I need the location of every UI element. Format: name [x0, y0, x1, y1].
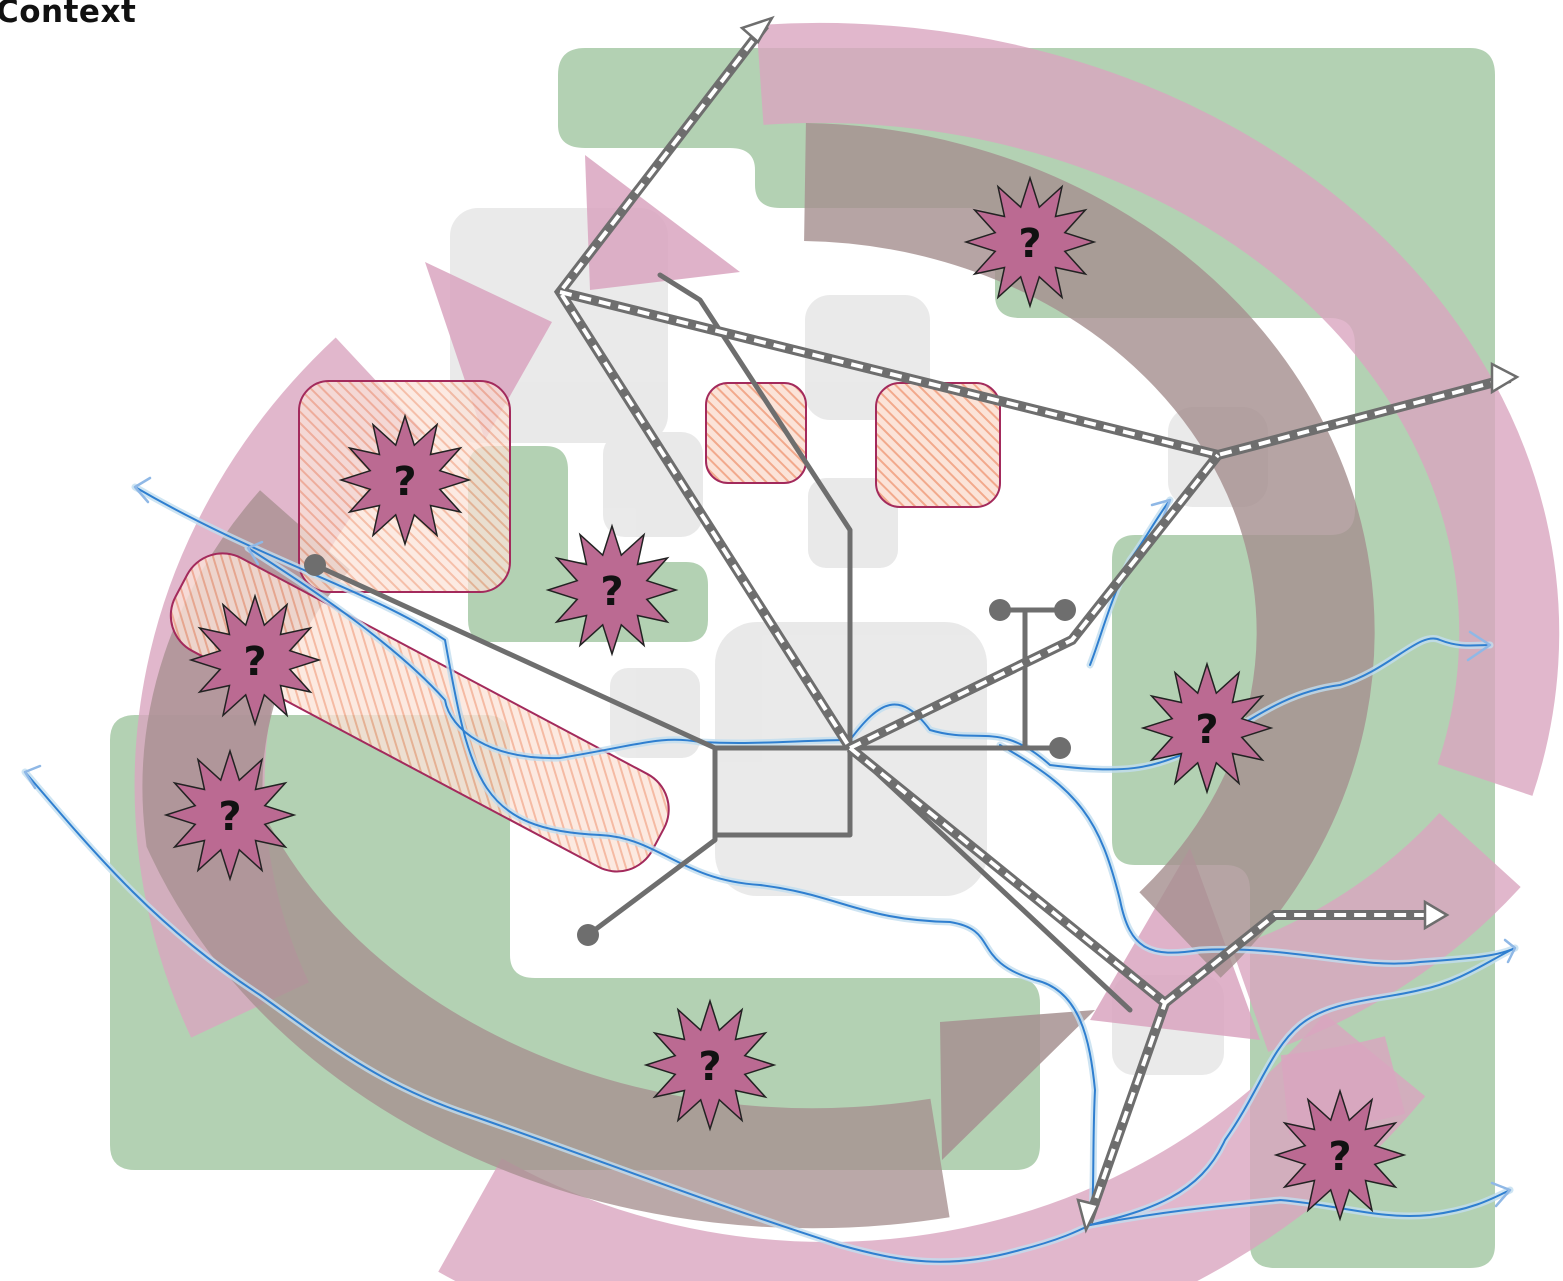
question-mark: ? [1018, 221, 1041, 267]
star-shape [188, 593, 322, 727]
question-mark: ? [393, 459, 416, 505]
question-mark: ? [218, 794, 241, 840]
star-shape [963, 175, 1097, 309]
question-star: ? [1273, 1088, 1407, 1222]
hatched-area-2 [705, 382, 807, 484]
question-star: ? [963, 175, 1097, 309]
railways [553, 15, 1520, 1234]
question-star: ? [643, 998, 777, 1132]
star-shape [338, 413, 472, 547]
question-mark: ? [698, 1044, 721, 1090]
question-mark: ? [1195, 707, 1218, 753]
question-star: ? [1140, 661, 1274, 795]
question-star: ? [163, 748, 297, 882]
question-mark: ? [1328, 1134, 1351, 1180]
star-shape [163, 748, 297, 882]
question-star: ? [338, 413, 472, 547]
question-star: ? [188, 593, 322, 727]
star-shape [1273, 1088, 1407, 1222]
question-star: ? [545, 523, 679, 657]
star-shape [1140, 661, 1274, 795]
question-mark: ? [243, 639, 266, 685]
hatched-area-3 [875, 382, 1001, 508]
metro-stations [304, 554, 1076, 946]
star-shape [545, 523, 679, 657]
question-mark: ? [600, 569, 623, 615]
star-shape [643, 998, 777, 1132]
page-title: Context [0, 0, 137, 30]
question-stars: ???????? [163, 175, 1407, 1222]
rivers [21, 476, 1519, 1266]
